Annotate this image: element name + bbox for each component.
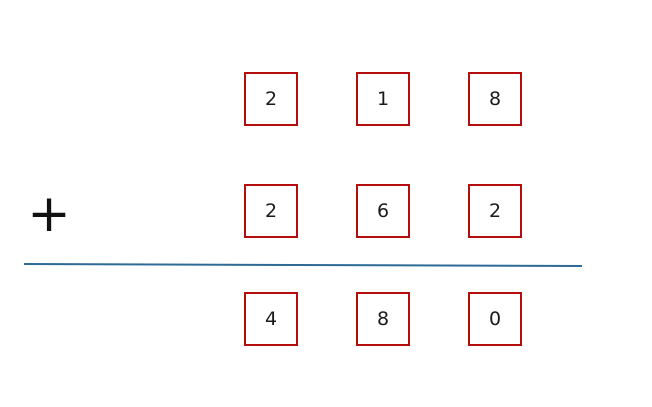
addend-1-ones-digit: 8 [468, 72, 522, 126]
plus-sign: + [27, 184, 71, 244]
addend-2-ones-digit: 2 [468, 184, 522, 238]
addend-2-tens-digit: 6 [356, 184, 410, 238]
addend-2-hundreds-digit: 2 [244, 184, 298, 238]
sum-hundreds-digit: 4 [244, 292, 298, 346]
sum-tens-digit: 8 [356, 292, 410, 346]
addend-1-hundreds-digit: 2 [244, 72, 298, 126]
addend-1-tens-digit: 1 [356, 72, 410, 126]
sum-ones-digit: 0 [468, 292, 522, 346]
